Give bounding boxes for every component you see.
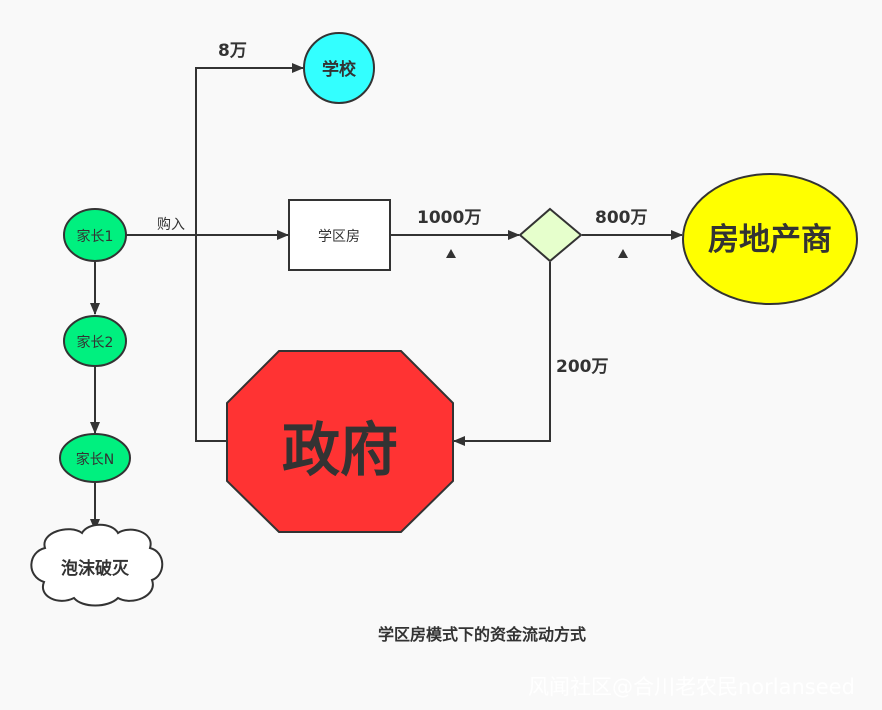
node-government[interactable]: 政府 (226, 350, 454, 533)
diagram-title: 学区房模式下的资金流动方式 (378, 625, 586, 644)
school-label: 学校 (322, 59, 357, 80)
node-parentN[interactable]: 家长N (59, 433, 131, 483)
edge-label-developer: 800万 (595, 208, 648, 228)
government-shape (226, 350, 454, 533)
edge-government-to-school (195, 63, 304, 442)
node-decision[interactable] (518, 207, 583, 263)
government-label: 政府 (282, 416, 398, 484)
parent1-shape (63, 208, 127, 262)
cloud-shape (30, 523, 164, 607)
node-school[interactable]: 学校 (303, 32, 375, 104)
house-label: 学区房 (318, 229, 360, 245)
decision-shape (518, 207, 583, 263)
node-parent2[interactable]: 家长2 (63, 315, 127, 367)
parentN-label: 家长N (76, 451, 114, 468)
house-shape (288, 199, 391, 271)
flow-marker-icon (446, 249, 456, 258)
edge-decision-to-government (453, 262, 551, 446)
parent1-label: 家长1 (77, 228, 114, 245)
node-bubble[interactable]: 泡沫破灭 (30, 523, 164, 607)
edge-label-school: 8万 (218, 41, 247, 61)
node-parent1[interactable]: 家长1 (63, 208, 127, 262)
parent2-shape (63, 315, 127, 367)
node-house[interactable]: 学区房 (288, 199, 391, 271)
edge-label-house-split: 1000万 (417, 208, 481, 228)
parent2-label: 家长2 (77, 334, 114, 351)
developer-label: 房地产商 (708, 222, 832, 258)
watermark: 风闻社区@合川老农民norlanseed (528, 675, 855, 699)
developer-shape (682, 173, 858, 305)
node-developer[interactable]: 房地产商 (682, 173, 858, 305)
flow-marker-icon (618, 249, 628, 258)
edge-label-government: 200万 (556, 357, 609, 377)
school-shape (303, 32, 375, 104)
bubble-label: 泡沫破灭 (61, 558, 130, 579)
edge-label-buy: 购入 (157, 217, 185, 233)
edges (90, 63, 683, 531)
parentN-shape (59, 433, 131, 483)
